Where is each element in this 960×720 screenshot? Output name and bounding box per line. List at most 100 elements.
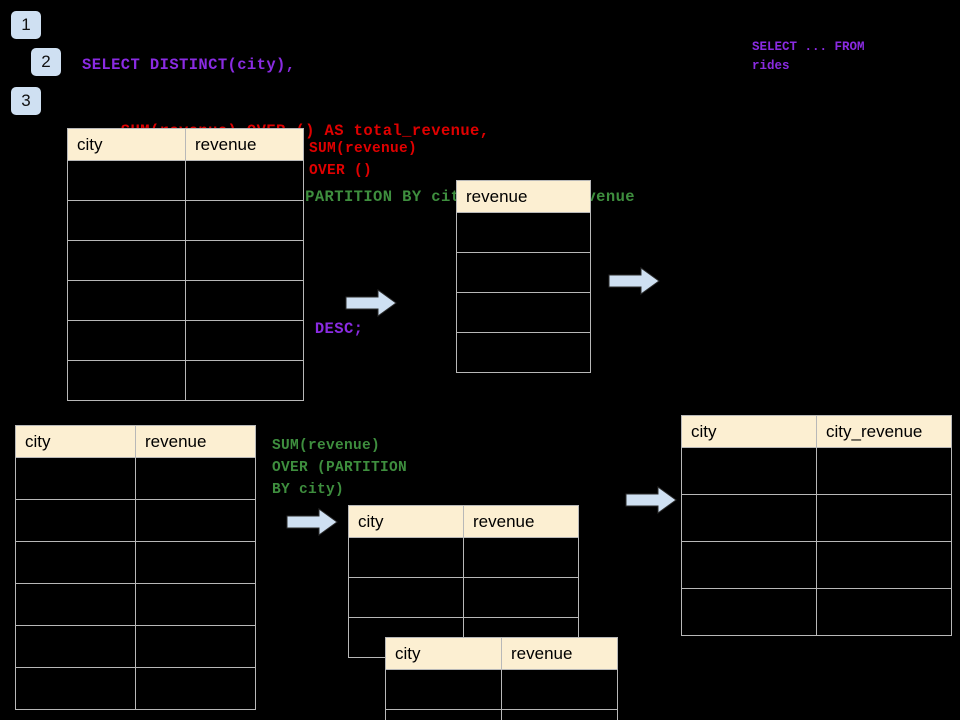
table-cell bbox=[135, 625, 256, 668]
table-cell bbox=[15, 625, 136, 668]
arrow-source-to-total bbox=[345, 289, 397, 317]
table-row bbox=[67, 240, 304, 281]
table-cell bbox=[185, 280, 304, 321]
table-header-row: city revenue bbox=[385, 637, 618, 670]
table-cell bbox=[135, 541, 256, 584]
table-cell bbox=[67, 160, 186, 201]
total-revenue-table: revenue bbox=[456, 180, 591, 373]
table-cell bbox=[67, 200, 186, 241]
column-header-city: city bbox=[681, 415, 817, 448]
table-body bbox=[67, 160, 304, 401]
table-header-row: city revenue bbox=[67, 128, 304, 161]
table-row bbox=[681, 541, 952, 589]
table-cell bbox=[135, 457, 256, 500]
table-row bbox=[15, 499, 256, 542]
source-table-top: city revenue bbox=[67, 128, 304, 401]
table-body bbox=[385, 669, 618, 720]
annotation-sum-over-empty: SUM(revenue) OVER () bbox=[309, 141, 418, 179]
table-row bbox=[67, 200, 304, 241]
table-cell bbox=[135, 583, 256, 626]
table-cell bbox=[385, 669, 502, 710]
table-row bbox=[456, 292, 591, 333]
table-cell bbox=[15, 499, 136, 542]
table-cell bbox=[135, 499, 256, 542]
table-row bbox=[15, 541, 256, 584]
table-row bbox=[681, 588, 952, 636]
column-header-revenue: revenue bbox=[456, 180, 591, 213]
table-cell bbox=[15, 457, 136, 500]
table-row bbox=[15, 667, 256, 710]
table-cell bbox=[15, 667, 136, 710]
table-row bbox=[15, 457, 256, 500]
table-body bbox=[15, 457, 256, 710]
table-header-row: city revenue bbox=[348, 505, 579, 538]
column-header-city: city bbox=[15, 425, 136, 458]
table-row bbox=[67, 280, 304, 321]
table-cell bbox=[816, 588, 952, 636]
column-header-revenue: revenue bbox=[463, 505, 579, 538]
column-header-revenue: revenue bbox=[135, 425, 256, 458]
column-header-revenue: revenue bbox=[185, 128, 304, 161]
table-cell bbox=[185, 360, 304, 401]
partition-table-back: city revenue bbox=[348, 505, 579, 658]
table-cell bbox=[185, 320, 304, 361]
table-cell bbox=[681, 541, 817, 589]
table-header-row: revenue bbox=[456, 180, 591, 213]
table-row bbox=[67, 320, 304, 361]
table-cell bbox=[456, 212, 591, 253]
table-cell bbox=[816, 541, 952, 589]
table-row bbox=[681, 494, 952, 542]
table-cell bbox=[348, 537, 464, 578]
table-row bbox=[348, 577, 579, 618]
table-cell bbox=[456, 332, 591, 373]
table-row bbox=[456, 212, 591, 253]
arrow-total-to-result bbox=[608, 267, 660, 295]
table-row bbox=[385, 709, 618, 720]
table-body bbox=[681, 447, 952, 636]
table-row bbox=[681, 447, 952, 495]
table-row bbox=[385, 669, 618, 710]
table-row bbox=[15, 583, 256, 626]
table-cell bbox=[456, 252, 591, 293]
table-cell bbox=[15, 541, 136, 584]
annotation-select-from: SELECT ... FROM rides bbox=[752, 40, 865, 73]
table-body bbox=[456, 212, 591, 373]
table-cell bbox=[385, 709, 502, 720]
step-badge-3[interactable]: 3 bbox=[11, 87, 41, 115]
arrow-source-to-partition bbox=[286, 508, 338, 536]
column-header-revenue: revenue bbox=[501, 637, 618, 670]
table-header-row: city city_revenue bbox=[681, 415, 952, 448]
table-cell bbox=[348, 577, 464, 618]
table-cell bbox=[67, 280, 186, 321]
table-cell bbox=[501, 669, 618, 710]
table-cell bbox=[463, 577, 579, 618]
column-header-city: city bbox=[348, 505, 464, 538]
partition-table-front: city revenue bbox=[385, 637, 618, 720]
step-badge-1[interactable]: 1 bbox=[11, 11, 41, 39]
source-table-bottom: city revenue bbox=[15, 425, 256, 710]
table-cell bbox=[185, 160, 304, 201]
table-row bbox=[456, 332, 591, 373]
table-cell bbox=[185, 200, 304, 241]
table-row bbox=[456, 252, 591, 293]
step-badge-2[interactable]: 2 bbox=[31, 48, 61, 76]
column-header-city-revenue: city_revenue bbox=[816, 415, 952, 448]
column-header-city: city bbox=[385, 637, 502, 670]
table-row bbox=[348, 537, 579, 578]
table-cell bbox=[681, 494, 817, 542]
sql-line-select: SELECT DISTINCT(city), bbox=[82, 56, 296, 74]
arrow-partition-to-result bbox=[625, 486, 677, 514]
table-header-row: city revenue bbox=[15, 425, 256, 458]
table-cell bbox=[456, 292, 591, 333]
table-cell bbox=[67, 360, 186, 401]
column-header-city: city bbox=[67, 128, 186, 161]
table-cell bbox=[501, 709, 618, 720]
table-row bbox=[67, 360, 304, 401]
table-cell bbox=[681, 588, 817, 636]
table-row bbox=[67, 160, 304, 201]
table-cell bbox=[67, 240, 186, 281]
table-cell bbox=[15, 583, 136, 626]
table-row bbox=[15, 625, 256, 668]
annotation-sum-over-partition: SUM(revenue) OVER (PARTITION BY city) bbox=[272, 438, 408, 498]
